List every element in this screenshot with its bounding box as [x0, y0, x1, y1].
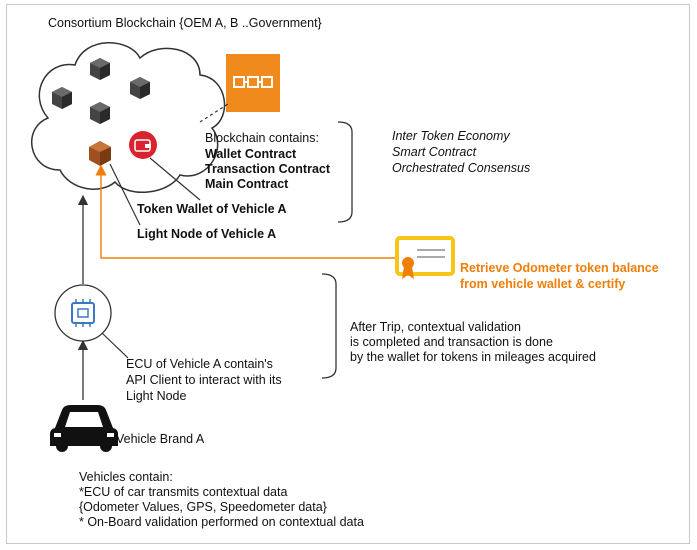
node-cube-icon	[130, 77, 150, 99]
trip-note: by the wallet for tokens in mileages acq…	[350, 350, 596, 364]
wallet-icon	[129, 131, 157, 159]
light-node-cube-icon	[89, 141, 111, 166]
node-cube-icon	[52, 87, 72, 109]
vehicles-note: *ECU of car transmits contextual data	[79, 485, 288, 499]
ecu-label: API Client to interact with its	[126, 373, 282, 387]
car-icon	[50, 405, 118, 452]
vehicles-note: Vehicles contain:	[79, 470, 173, 484]
certify-label: Retrieve Odometer token balance	[460, 261, 659, 275]
economy-note: Inter Token Economy	[392, 129, 510, 143]
economy-note: Orchestrated Consensus	[392, 161, 531, 175]
vehicle-label: Vehicle Brand A	[116, 432, 205, 446]
certify-label: from vehicle wallet & certify	[460, 277, 626, 291]
token-wallet-label: Token Wallet of Vehicle A	[137, 202, 287, 216]
vehicles-note: {Odometer Values, GPS, Speedometer data}	[79, 500, 327, 514]
diagram-frame	[6, 4, 690, 544]
ecu-leader	[101, 332, 129, 359]
certify-connector	[95, 164, 400, 259]
node-cube-icon	[90, 102, 110, 124]
trip-note: After Trip, contextual validation	[350, 320, 521, 334]
blockchain-chain-icon	[226, 54, 280, 112]
ecu-label: ECU of Vehicle A contain's	[126, 357, 273, 371]
main-contract-label: Main Contract	[205, 177, 289, 191]
wallet-contract-label: Wallet Contract	[205, 147, 297, 161]
consortium-cloud	[31, 42, 226, 193]
trip-note-bracket	[321, 273, 337, 379]
blockchain-contains-bracket	[337, 121, 353, 223]
token-wallet-leader	[149, 157, 201, 201]
node-cube-icon	[90, 58, 110, 80]
vehicles-note: * On-Board validation performed on conte…	[79, 515, 364, 529]
ecu-label: Light Node	[126, 389, 187, 403]
blockchain-contains-heading: Blockchain contains:	[205, 131, 319, 145]
light-node-leader	[109, 163, 141, 226]
certificate-icon	[395, 236, 455, 279]
light-node-label: Light Node of Vehicle A	[137, 227, 277, 241]
transaction-contract-label: Transaction Contract	[205, 162, 331, 176]
page-title: Consortium Blockchain {OEM A, B ..Govern…	[48, 16, 322, 30]
trip-note: is completed and transaction is done	[350, 335, 553, 349]
ecu-chip-icon	[54, 284, 112, 342]
economy-note: Smart Contract	[392, 145, 477, 159]
